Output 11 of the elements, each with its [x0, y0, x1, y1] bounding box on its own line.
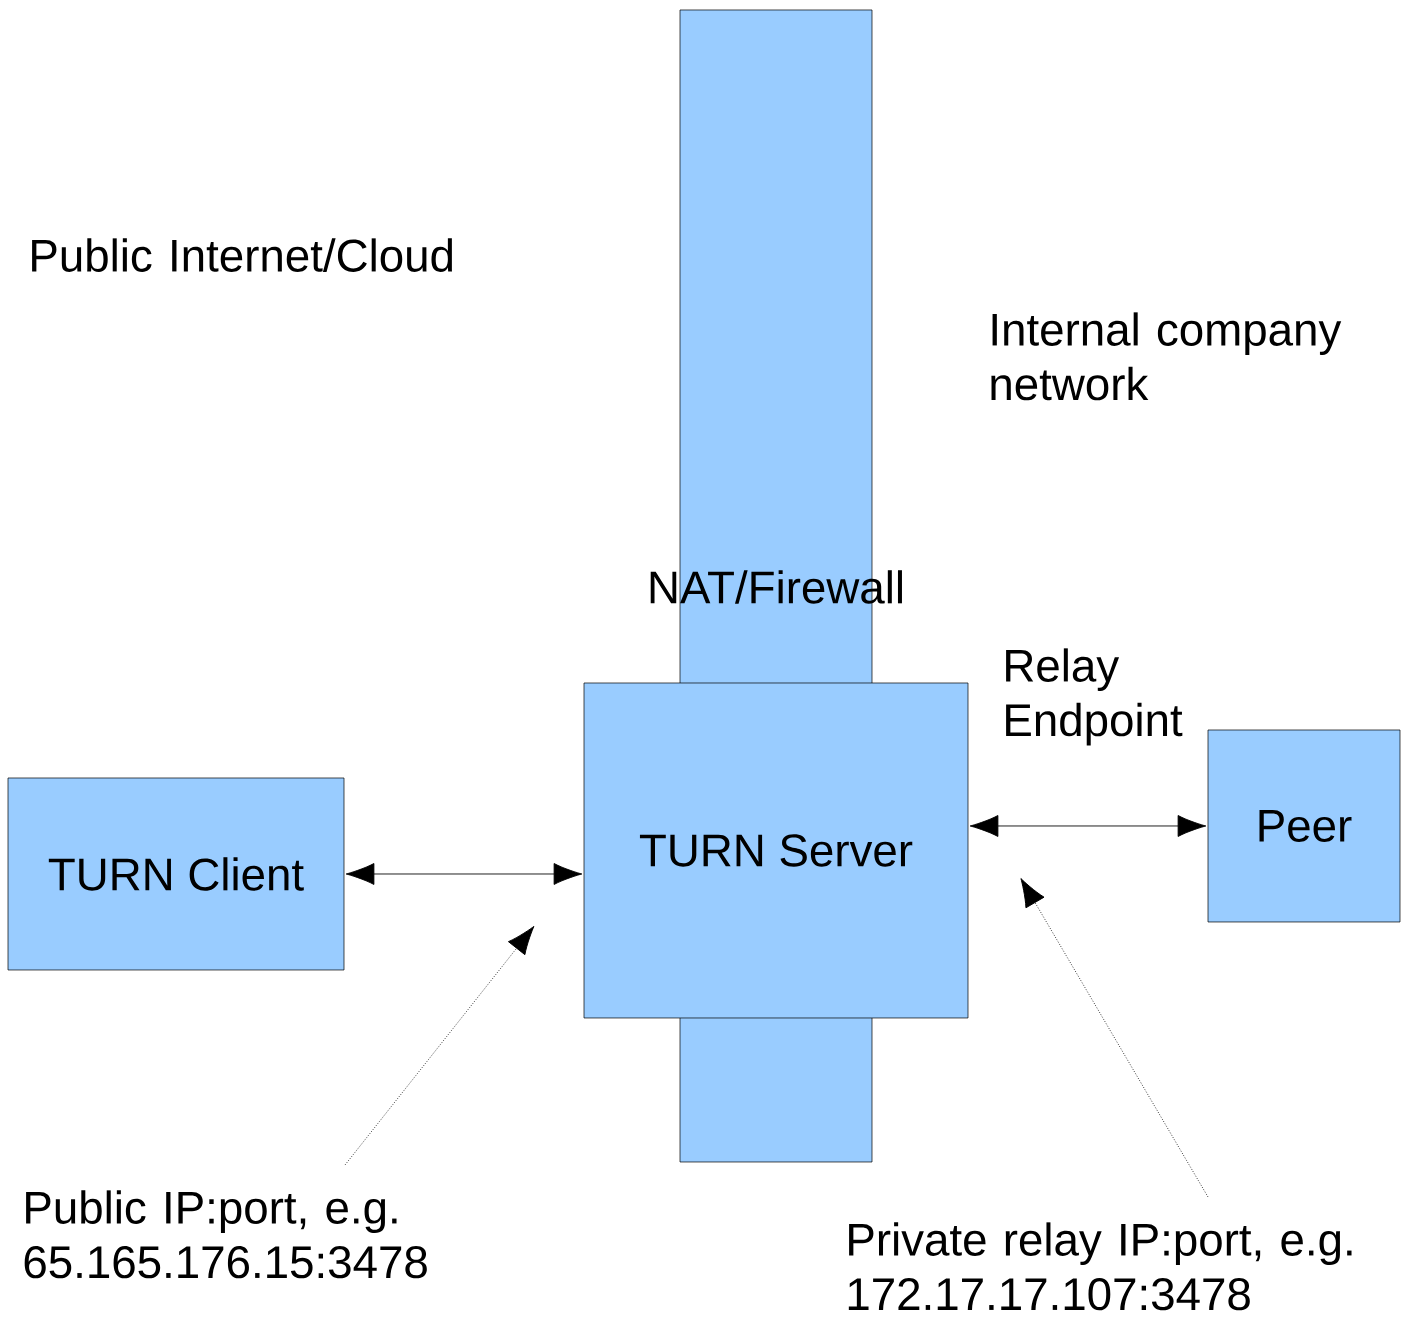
leader-arrow [1020, 878, 1209, 1198]
zone-label: Internal company network [991, 312, 1342, 401]
address-note: Private relay IP:port, e.g. 172.17.17.107:3478 [848, 1222, 1352, 1311]
peer-box: Peer [1207, 729, 1401, 923]
relay-label: Relay Endpoint [1006, 648, 1183, 746]
client-box: TURN Client [7, 777, 345, 971]
zone-label: Public Internet/Cloud [32, 238, 452, 272]
address-note: Public IP:port, e.g. 65.165.176.15:3478 [24, 1190, 427, 1279]
double-arrow [969, 815, 1207, 837]
server-box: TURN Server [583, 682, 969, 1019]
double-arrow [345, 863, 583, 885]
